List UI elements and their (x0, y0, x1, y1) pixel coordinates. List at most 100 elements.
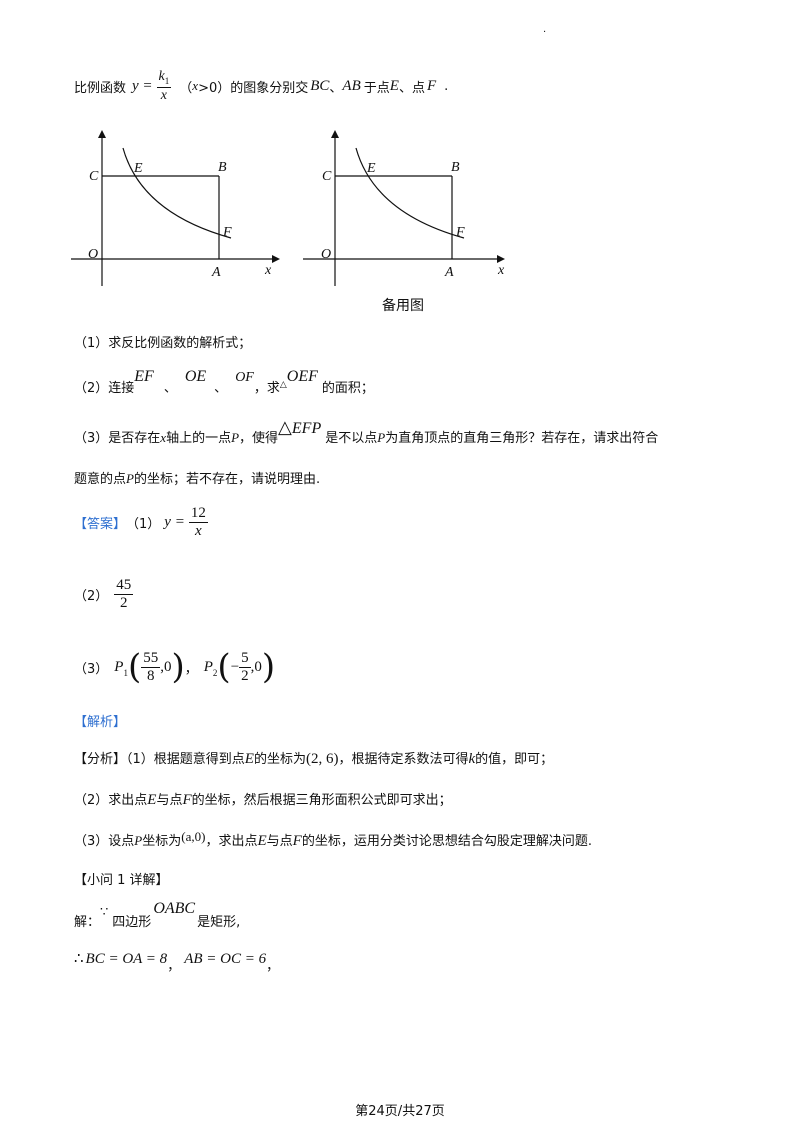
question-3: （3）是否存在 x 轴上的一点 P ，使得 △ EFP 是不以点 P 为直角顶点… (74, 416, 658, 446)
intro-cond-rest: >0）的图象分别交 (198, 80, 309, 96)
answer-3-p1-lparen: ( (127, 647, 142, 687)
l3-d: 与点 (266, 834, 293, 849)
intro-pt-f: F (426, 77, 437, 94)
l3-a: （3）设点 (74, 834, 135, 849)
q2-oe: OE (184, 368, 207, 385)
q3-triangle: △ (278, 417, 292, 438)
s2-sep: ， (167, 959, 181, 974)
intro-k-sub: 1 (164, 75, 170, 86)
answer-3-p2-num: 5 (239, 650, 251, 668)
answer-3-sep: ， (184, 661, 198, 677)
detail-step-2: ∴ BC = OA = 8 ， AB = OC = 6 ， (74, 944, 279, 974)
answer-tag: 【答案】 (74, 516, 127, 532)
l3-coord: (a,0) (181, 829, 206, 844)
analysis-line-3: （3）设点P坐标为(a,0)，求出点E与点F的坐标，运用分类讨论思想结合勾股定理… (74, 829, 592, 850)
q2-ask: ，求 (253, 381, 280, 396)
answer-3-p2-sub: 2 (212, 668, 218, 678)
answer-1-label: （1） (126, 516, 161, 532)
q3-p2: P (377, 430, 386, 445)
l1-d: 的值，即可； (475, 752, 554, 767)
label-b: B (218, 160, 227, 175)
l3-f: F (292, 833, 302, 849)
answer-1-lhs: y = (164, 513, 185, 530)
q3-x: x (160, 430, 167, 445)
intro-func-lhs: y = (132, 77, 153, 94)
detail-tag: 【小问 1 详解】 (74, 873, 169, 888)
s1-c: 是矩形, (197, 915, 241, 930)
figure-left: C E B O A F x (71, 130, 280, 286)
answer-1-num: 12 (188, 505, 208, 523)
answer-3-p2-lparen: ( (217, 647, 231, 687)
label-o: O (321, 247, 331, 262)
answer-1-fraction: 12 x (188, 505, 208, 539)
label-a: A (211, 265, 221, 280)
answer-1-den: x (194, 522, 202, 539)
header-mark: . (543, 24, 547, 35)
q3-line2-a: 题意的点 (74, 472, 127, 487)
answer-3-p2-minus: − (230, 658, 240, 675)
answer-3-p1-rparen: ) (171, 647, 185, 687)
intro-sep: 、 (329, 80, 343, 96)
intro-mid: 于点 (363, 80, 390, 96)
figure-caption: 备用图 (382, 298, 424, 314)
l1-a: （1）根据题意得到点 (126, 752, 245, 767)
s2-end: ， (266, 959, 280, 974)
l3-b: 坐标为 (142, 834, 182, 849)
figure-right: C E B O A F x (303, 130, 505, 286)
x-axis-arrow (497, 255, 505, 263)
q2-oef: OEF (286, 368, 318, 385)
q2-ef: EF (134, 368, 154, 385)
label-e: E (133, 161, 143, 176)
answer-3-p2-tail: ,0 (250, 658, 262, 675)
s2-eq2: AB = OC = 6 (184, 951, 267, 967)
l3-c: ，求出点 (205, 834, 258, 849)
label-e: E (366, 161, 376, 176)
page-footer: 第24页/共27页 (355, 1104, 445, 1119)
label-f: F (222, 225, 232, 240)
answer-3-p1-num: 55 (141, 650, 161, 668)
answer-2-fraction: 45 2 (114, 577, 134, 611)
answer-3-p1-fraction: 55 8 (141, 650, 161, 684)
intro-cond-var: x (192, 78, 199, 93)
intro-cond-open: （ (179, 80, 193, 96)
question-1: （1）求反比例函数的解析式； (74, 336, 252, 351)
q3-a: （3）是否存在 (74, 431, 161, 446)
answer-3-p2-den: 2 (241, 667, 249, 684)
q3-efp: EFP (291, 420, 322, 437)
l2-c: 的坐标，然后根据三角形面积公式即可求出； (191, 793, 452, 808)
intro-den: x (160, 87, 168, 103)
q3-d: 是不以点 (325, 431, 378, 446)
label-o: O (88, 247, 98, 262)
answer-3-p1-den: 8 (146, 667, 155, 684)
l2-b: 与点 (156, 793, 183, 808)
q2-prefix: （2）连接 (74, 381, 135, 396)
analysis-line-1: 【分析】（1）根据题意得到点E的坐标为(2, 6)，根据待定系数法可得k的值，即… (74, 748, 553, 768)
question-3-line2: 题意的点P的坐标；若不存在，请说明理由. (74, 468, 320, 487)
answer-3-p2-rparen: ) (261, 647, 276, 687)
answer-2-den: 2 (120, 594, 128, 611)
intro-seg-ab: AB (342, 77, 361, 94)
hyperbola-curve (122, 147, 232, 239)
q2-sep1: 、 (163, 381, 177, 396)
intro-end: . (444, 78, 449, 94)
q2-triangle: △ (279, 380, 287, 390)
intro-pt-e: E (389, 77, 399, 94)
answer-3-p2-fraction: 5 2 (239, 650, 251, 684)
s1-b: 四边形 (112, 915, 152, 930)
fx-tag: 【分析】 (74, 752, 127, 767)
answer-2-label: （2） (74, 588, 109, 604)
q2-sep2: 、 (214, 381, 228, 396)
label-x: x (497, 263, 505, 278)
s1-a: 解： (74, 915, 101, 930)
intro-seg-bc: BC (310, 77, 330, 94)
s1-oabc: OABC (153, 900, 196, 917)
q3-e: 为直角顶点的直角三角形？若存在，请求出符合 (385, 431, 659, 446)
answer-1: 【答案】 （1） y = 12 x (74, 500, 208, 544)
hyperbola-curve (355, 147, 465, 239)
answer-3-p1: P (114, 658, 124, 675)
answer-3-label: （3） (74, 661, 109, 677)
answer-3-p2: P (203, 658, 213, 675)
l3-e: E (257, 833, 267, 849)
q3-b: 轴上的一点 (166, 431, 232, 446)
